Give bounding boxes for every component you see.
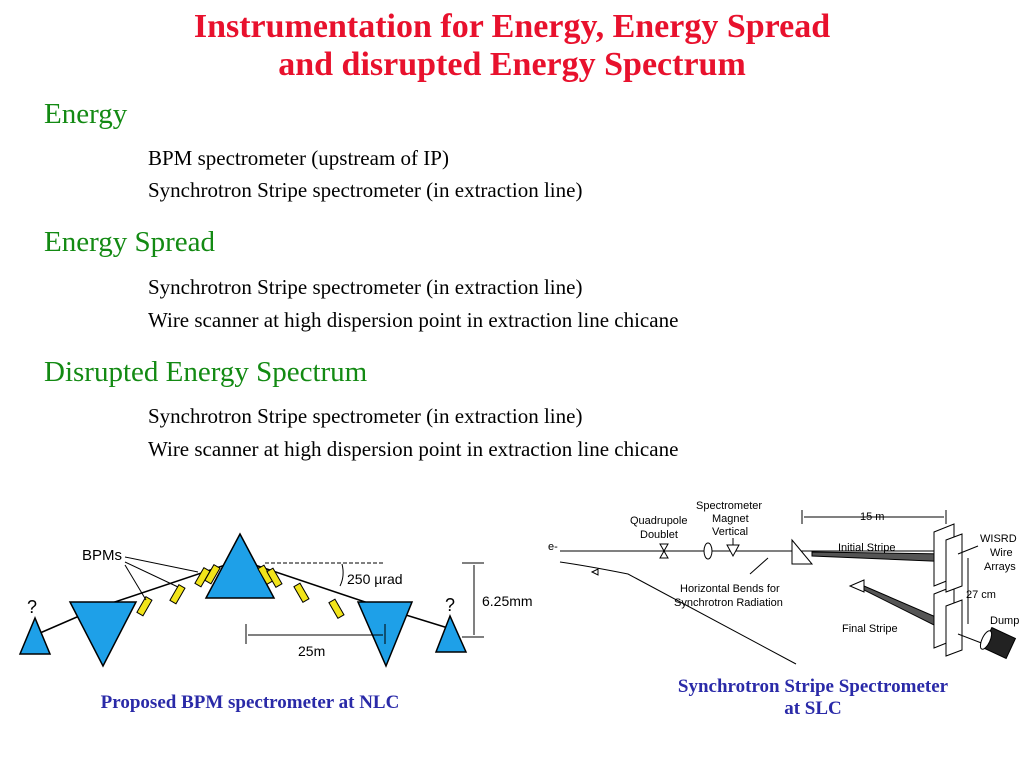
right-caption-line-1: Synchrotron Stripe Spectrometer bbox=[677, 676, 949, 697]
quad-label-2: Doublet bbox=[640, 529, 678, 541]
right-caption-line-2: at SLC bbox=[784, 698, 842, 719]
title-line-1: Instrumentation for Energy, Energy Sprea… bbox=[193, 8, 831, 45]
bpms-arrow bbox=[124, 564, 147, 601]
title-line-2: and disrupted Energy Spectrum bbox=[278, 46, 746, 83]
heading-energy: Energy bbox=[44, 98, 128, 130]
distance-label: 15 m bbox=[860, 511, 884, 523]
final-stripe-label: Final Stripe bbox=[842, 623, 898, 635]
right-caption: Synchrotron Stripe Spectrometer at SLC bbox=[640, 676, 986, 720]
bpms-label: BPMs bbox=[82, 547, 122, 564]
wisrd-label-2: Wire bbox=[990, 547, 1013, 559]
height-label: 6.25mm bbox=[482, 593, 533, 609]
magnet-left bbox=[68, 601, 138, 668]
gap-label: 27 cm bbox=[966, 589, 996, 601]
dump-label: Dump bbox=[990, 615, 1019, 627]
energy-spread-item-2: Wire scanner at high dispersion point in… bbox=[148, 308, 679, 332]
wisrd-screen-upper-back bbox=[945, 533, 963, 593]
disrupted-item-2: Wire scanner at high dispersion point in… bbox=[148, 437, 679, 461]
title-text: Instrumentation for Energy, Energy Sprea… bbox=[0, 8, 1024, 84]
bent-beam-arrow bbox=[590, 568, 599, 576]
spec-label-1: Spectrometer bbox=[696, 500, 762, 512]
angle-arc bbox=[339, 563, 344, 587]
bpm-marker bbox=[136, 596, 153, 617]
wisrd-screen-lower-back bbox=[945, 599, 963, 657]
quadrupole-focus bbox=[659, 543, 669, 559]
spec-label-2: Magnet bbox=[712, 513, 749, 525]
left-caption: Proposed BPM spectrometer at NLC bbox=[100, 692, 400, 713]
stripe-spectrometer-diagram: e- Quadrupole Doublet Spectrometer Magne… bbox=[548, 500, 1019, 665]
bpms-arrow bbox=[124, 561, 179, 588]
horizontal-bend-2 bbox=[848, 579, 865, 593]
bpm-marker bbox=[169, 584, 186, 605]
horiz-label-2: Synchrotron Radiation bbox=[674, 597, 783, 609]
wisrd-arrow bbox=[957, 545, 979, 555]
heading-disrupted-spectrum: Disrupted Energy Spectrum bbox=[44, 356, 368, 388]
wisrd-label-3: Arrays bbox=[984, 561, 1016, 573]
horiz-label-1: Horizontal Bends for bbox=[680, 583, 780, 595]
quad-label-1: Quadrupole bbox=[630, 515, 688, 527]
bpm-marker bbox=[293, 582, 310, 603]
question-mark-right: ? bbox=[445, 595, 455, 615]
heading-energy-spread: Energy Spread bbox=[44, 226, 215, 258]
magnet-small-left bbox=[18, 616, 52, 655]
magnet-small-right bbox=[434, 614, 468, 653]
bpm-marker bbox=[328, 598, 345, 619]
wisrd-label-1: WISRD bbox=[980, 533, 1017, 545]
horizontal-bend-arrow bbox=[749, 557, 769, 575]
beam-label: e- bbox=[548, 541, 558, 553]
question-mark-left: ? bbox=[27, 597, 37, 617]
spec-label-3: Vertical bbox=[712, 526, 748, 538]
bent-beam bbox=[559, 561, 797, 665]
beam-dump-face bbox=[979, 630, 993, 650]
angle-label: 250 µrad bbox=[347, 571, 403, 587]
bpm-marker bbox=[266, 567, 283, 588]
bpm-marker bbox=[204, 564, 221, 585]
bpms-arrow bbox=[124, 556, 199, 573]
quadrupole-defocus bbox=[703, 542, 713, 560]
disrupted-item-1: Synchrotron Stripe spectrometer (in extr… bbox=[148, 404, 583, 428]
horizontal-bend-1 bbox=[791, 538, 814, 565]
dump-arrow bbox=[957, 633, 985, 645]
energy-item-1: BPM spectrometer (upstream of IP) bbox=[148, 146, 449, 170]
energy-spread-item-1: Synchrotron Stripe spectrometer (in extr… bbox=[148, 275, 583, 299]
magnet-center bbox=[204, 532, 276, 599]
bpm-spectrometer-diagram: BPMs 250 µrad 6.25mm 25m ? ? bbox=[18, 532, 533, 668]
initial-stripe-label: Initial Stripe bbox=[838, 542, 895, 554]
length-label: 25m bbox=[298, 643, 325, 659]
energy-item-2: Synchrotron Stripe spectrometer (in extr… bbox=[148, 178, 583, 202]
